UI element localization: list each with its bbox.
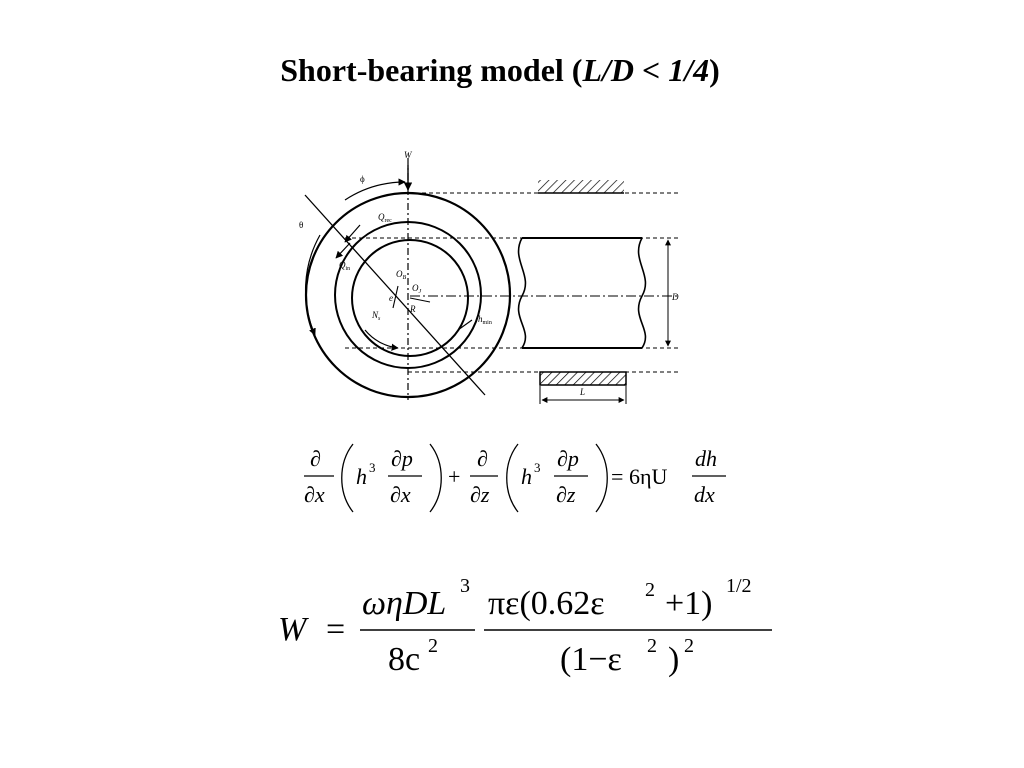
label-length: L: [579, 387, 585, 397]
eq1-dx-1: ∂x: [304, 482, 325, 507]
label-ob: OB: [396, 269, 407, 281]
eq1-dz-2: ∂z: [556, 482, 576, 507]
shaft-right-break: [637, 237, 647, 349]
label-eps: e: [389, 293, 393, 303]
eq2-num-a-exp: 2: [645, 579, 655, 601]
hmin-mark: [457, 319, 473, 331]
q-in-arrow: [335, 242, 351, 259]
label-q-rec: Qrec: [378, 212, 392, 224]
label-q-in: Qin: [339, 260, 350, 272]
eq2-den-a-exp: 2: [647, 635, 657, 657]
eq1-dz-1: ∂z: [470, 482, 490, 507]
bearing-section-bottom: [540, 372, 626, 385]
eq1-d-2: ∂: [477, 446, 488, 471]
title-prefix: Short-bearing model (: [280, 52, 583, 88]
eq2-den-b: ): [668, 641, 679, 678]
eq2-den-a: (1−ε: [560, 641, 622, 678]
eq2-den-b-exp: 2: [684, 635, 694, 657]
eq2-lhs: W: [278, 611, 309, 648]
eq1-plus: +: [448, 464, 460, 489]
line-of-centers: [304, 194, 486, 396]
eq1-h-1: h: [356, 464, 367, 489]
label-ns: Ns: [371, 310, 381, 322]
eq1-dp-1: ∂p: [391, 446, 413, 471]
title-condition: L/D < 1/4: [582, 52, 710, 88]
eq2-frac1-num-exp: 3: [460, 575, 470, 597]
eq1-dp-2: ∂p: [557, 446, 579, 471]
eccentricity-mark: [392, 285, 399, 309]
shaft-left-break: [517, 237, 527, 349]
q-rec-arrow: [344, 224, 361, 243]
eq1-cube-2: 3: [534, 460, 541, 475]
bearing-diagram: W ϕ θ Qrec Qin OB OJ e R Ns hmin D L: [299, 150, 680, 404]
eq1-equals: =: [611, 464, 623, 489]
label-theta: θ: [299, 220, 303, 230]
title-suffix: ): [709, 52, 720, 88]
eq2-num-a: πε(0.62ε: [488, 585, 605, 622]
eq1-h-2: h: [521, 464, 532, 489]
phi-arc: [344, 178, 406, 201]
bearing-section-top: [538, 180, 624, 193]
load-equation: W = ωηDL 3 8c 2 πε(0.62ε 2 +1) 1/2 (1−ε …: [278, 575, 772, 678]
label-oj: OJ: [412, 283, 422, 295]
eq2-frac1-den: 8c: [388, 641, 420, 678]
label-diameter: D: [671, 292, 679, 302]
label-hmin: hmin: [478, 314, 492, 326]
eq2-frac1-den-exp: 2: [428, 635, 438, 657]
eq1-dh: dh: [695, 446, 717, 471]
theta-arc: [305, 234, 321, 336]
eq1-d-1: ∂: [310, 446, 321, 471]
slide-title: Short-bearing model (L/D < 1/4): [0, 52, 1000, 89]
label-load: W: [404, 150, 413, 160]
radius-line: [409, 297, 431, 303]
reynolds-equation: ∂ ∂x h 3 ∂p ∂x + ∂ ∂z h 3 ∂p ∂z = 6ηU dh…: [304, 443, 726, 513]
eq1-rhs-coef: 6ηU: [629, 464, 668, 489]
eq1-dx-2: ∂x: [390, 482, 411, 507]
eq1-dx-rhs: dx: [694, 482, 715, 507]
eq2-frac1-num: ωηDL: [362, 585, 446, 622]
eq2-num-b: +1): [665, 585, 713, 622]
eq2-num-b-exp: 1/2: [726, 575, 752, 597]
label-radius: R: [409, 304, 416, 314]
eq2-equals: =: [326, 611, 345, 648]
label-phi: ϕ: [360, 174, 365, 184]
journal-circle: [351, 239, 469, 357]
eq1-cube-1: 3: [369, 460, 376, 475]
